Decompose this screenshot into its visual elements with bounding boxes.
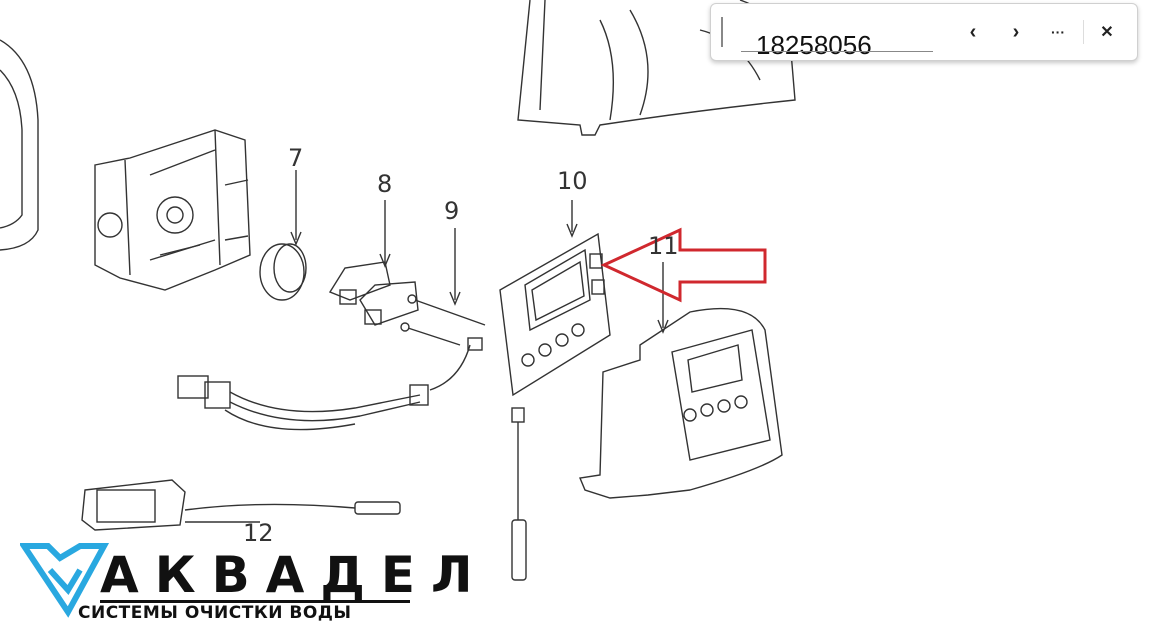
previous-match-button[interactable]: ‹ [958, 18, 988, 46]
part-8-connectors [328, 200, 419, 326]
next-match-button[interactable]: › [1001, 18, 1031, 46]
find-input[interactable]: 18258056 [756, 30, 872, 60]
divider [1083, 20, 1084, 44]
part-11-front-cover [579, 262, 783, 499]
close-icon: ✕ [1100, 24, 1114, 41]
ellipsis-icon: ··· [1051, 24, 1065, 40]
chevron-right-icon: › [1012, 20, 1020, 43]
top-cover [517, 0, 796, 136]
part-label-8: 8 [377, 170, 392, 198]
find-bar: 18258056 ‹ › ··· ✕ [710, 3, 1138, 61]
part-12-power-adapter [81, 479, 401, 531]
logo-tagline: СИСТЕМЫ ОЧИСТКИ ВОДЫ [78, 603, 352, 623]
mounting-bracket [94, 129, 251, 291]
highlight-arrow [600, 227, 767, 303]
part-7-ring [259, 170, 307, 301]
close-find-button[interactable]: ✕ [1092, 18, 1122, 46]
cable-harness [177, 337, 483, 431]
more-options-button[interactable]: ··· [1043, 18, 1073, 46]
logo-underline [100, 600, 410, 603]
part-10-circuit-board [499, 200, 611, 581]
logo-mark [20, 543, 110, 618]
part-label-7: 7 [288, 144, 303, 172]
part-label-9: 9 [444, 197, 459, 225]
chevron-left-icon: ‹ [969, 20, 977, 43]
part-label-12: 12 [243, 519, 274, 547]
logo-brand: АКВАДЕЛ [100, 546, 489, 604]
part-label-11: 11 [648, 232, 679, 260]
valve-housing-partial [0, 39, 39, 251]
find-input-underline [741, 51, 933, 52]
text-cursor [721, 17, 723, 47]
part-label-10: 10 [557, 167, 588, 195]
part-9-screws [400, 228, 486, 346]
